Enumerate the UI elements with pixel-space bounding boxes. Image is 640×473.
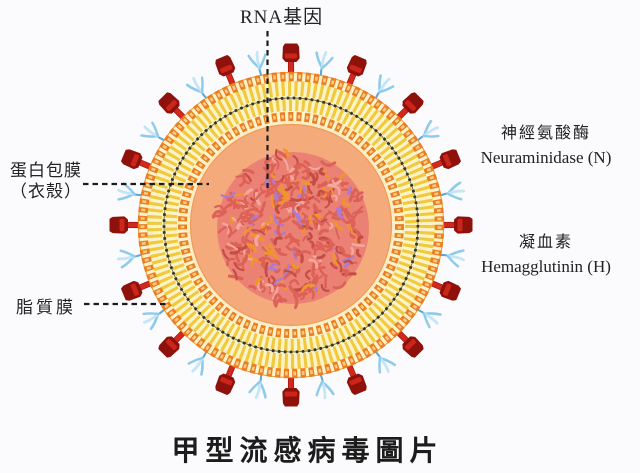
protein-envelope-label-line2: （衣殼）	[10, 182, 82, 201]
outer-bead-holes	[140, 74, 442, 376]
neuraminidase-spike	[140, 121, 165, 141]
hemagglutinin-label-zh: 凝血素	[518, 234, 573, 251]
neuraminidase-spike	[375, 351, 397, 374]
hemagglutinin-spike	[121, 277, 160, 301]
hemagglutinin-label: 凝血素 Hemagglutinin (H)	[452, 228, 640, 277]
lipid-membrane-label: 脂質膜	[16, 298, 76, 317]
neuraminidase-label-en: Neuraminidase (N)	[480, 148, 612, 167]
inner-lipid-stripes	[165, 99, 417, 351]
neuraminidase-spike	[440, 181, 466, 201]
neuraminidase-spike	[315, 51, 334, 76]
outer-lipid-stripes	[147, 81, 435, 369]
neuraminidase-spike	[417, 309, 442, 329]
neuraminidase-spike	[116, 249, 142, 269]
hemagglutinin-spike	[434, 216, 473, 234]
neuraminidase-spike	[187, 351, 207, 376]
neuraminidase-spike	[185, 76, 207, 99]
inner-bead-holes	[180, 114, 402, 336]
matrix-ring-dots	[162, 96, 420, 354]
hemagglutinin-spike	[109, 216, 148, 234]
neuraminidase-spike	[375, 74, 395, 99]
neuraminidase-spike	[315, 374, 335, 400]
hemagglutinin-spike	[215, 55, 239, 94]
protein-envelope-label-line1: 蛋白包膜	[10, 161, 82, 180]
hemagglutinin-label-en: Hemagglutinin (H)	[481, 257, 611, 276]
neuraminidase-spike	[248, 374, 267, 399]
neuraminidase-label: 神經氨酸酶 Neuraminidase (N)	[452, 119, 640, 168]
rna-core	[211, 148, 369, 309]
neuraminidase-spike	[440, 249, 465, 268]
neuraminidase-label-zh: 神經氨酸酶	[500, 125, 591, 142]
diagram-title: 甲型流感病毒圖片	[171, 436, 444, 467]
neuraminidase-spike	[417, 119, 440, 141]
neuraminidase-spike	[117, 182, 142, 201]
hemagglutinin-spike	[282, 368, 300, 407]
protein-envelope-label: 蛋白包膜 （衣殼）	[0, 160, 92, 202]
rna-gene-label: RNA基因	[240, 7, 324, 28]
neuraminidase-spike	[142, 309, 165, 331]
neuraminidase-spike	[247, 50, 267, 76]
leader-lines	[83, 31, 269, 306]
